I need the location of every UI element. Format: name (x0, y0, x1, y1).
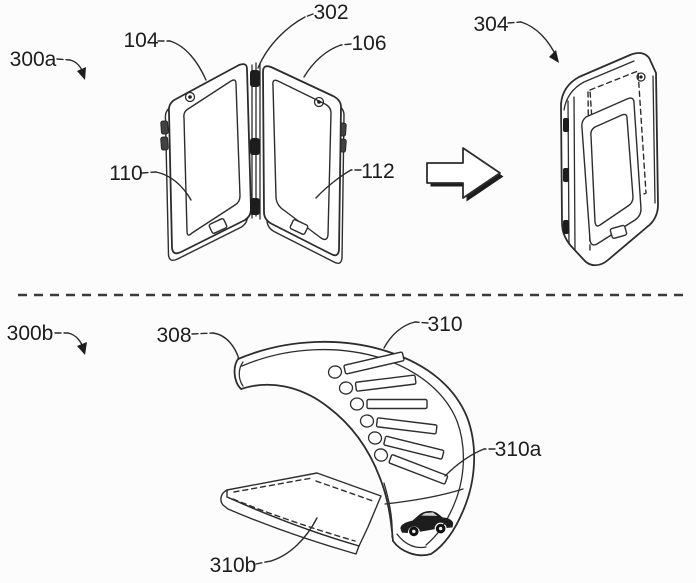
folded-hinge-knuckle (563, 220, 569, 234)
left-phone-screen (183, 79, 241, 236)
label-104: 104 (123, 29, 207, 81)
folded-phone (560, 52, 659, 267)
label-300a: 300a (10, 48, 86, 80)
list-row (327, 351, 405, 379)
left-camera-icon (184, 91, 196, 103)
slab-hidden-edge (315, 480, 374, 502)
right-home-button (289, 219, 309, 235)
figure-label-300b: 300b (7, 322, 54, 345)
list-row (373, 448, 449, 485)
folded-home-button (609, 224, 628, 239)
left-side-button (160, 120, 169, 135)
label-300b: 300b (7, 322, 87, 355)
list-rows (327, 351, 449, 485)
ref-110: 110 (109, 162, 142, 185)
folded-top-edge (563, 60, 635, 111)
hinge-knuckle (250, 198, 260, 215)
curved-band (233, 340, 475, 557)
ref-106: 106 (351, 32, 386, 55)
band-cap-line (238, 361, 244, 387)
list-row (367, 431, 445, 460)
label-308: 308 (156, 324, 240, 360)
section-a: 300a 104 302 106 110 112 (10, 1, 659, 267)
left-home-button (208, 218, 228, 234)
car-icon (400, 510, 454, 537)
left-phone-panel (160, 63, 252, 262)
list-row (349, 397, 428, 411)
ref-310a: 310a (495, 438, 542, 461)
left-side-button (160, 136, 169, 151)
ref-112: 112 (361, 160, 394, 183)
base-slab (220, 472, 382, 555)
label-106: 106 (303, 32, 387, 78)
arrowhead (77, 342, 87, 355)
list-row (359, 414, 438, 435)
ref-308: 308 (156, 324, 191, 347)
band-outline (233, 340, 475, 557)
folded-right-edge (652, 75, 656, 204)
folded-hidden-screen (589, 69, 647, 215)
right-phone-screen (272, 79, 332, 241)
transform-arrow-icon (426, 147, 504, 202)
folded-screen (590, 113, 634, 227)
ref-302: 302 (313, 1, 348, 24)
folded-camera-icon (636, 72, 646, 82)
hinge-knuckle (250, 138, 260, 155)
slab-hidden-edge (233, 477, 313, 493)
right-camera-icon (313, 96, 325, 108)
arrowhead (77, 67, 86, 80)
slab-hidden-edge (232, 498, 356, 542)
band-thickness-line (241, 348, 465, 546)
ref-310b: 310b (210, 554, 257, 577)
figure-label-300a: 300a (10, 48, 57, 71)
ref-304: 304 (473, 13, 508, 36)
folded-hinge-knuckle (563, 168, 569, 182)
folded-spine-line (573, 96, 576, 251)
label-112: 112 (315, 160, 395, 199)
label-110: 110 (109, 162, 192, 201)
band-separator-line (384, 488, 464, 505)
ref-310: 310 (427, 313, 462, 336)
ref-104: 104 (123, 29, 158, 52)
slab-front-face (220, 489, 360, 555)
label-310a: 310a (444, 438, 542, 477)
hinge-knuckle (250, 70, 260, 87)
folded-hinge-knuckle (563, 118, 569, 132)
section-b: 300b 308 310 310a 310b (7, 313, 542, 577)
label-304: 304 (473, 13, 559, 63)
label-310b: 310b (210, 517, 318, 577)
label-310: 310 (383, 313, 463, 349)
band-inner-line (383, 482, 393, 538)
label-302: 302 (257, 1, 349, 69)
list-row (338, 374, 417, 395)
hinge (250, 62, 261, 220)
band-bottom-cap-line (396, 533, 427, 549)
arrowhead (549, 50, 559, 63)
right-phone-panel (262, 65, 347, 265)
